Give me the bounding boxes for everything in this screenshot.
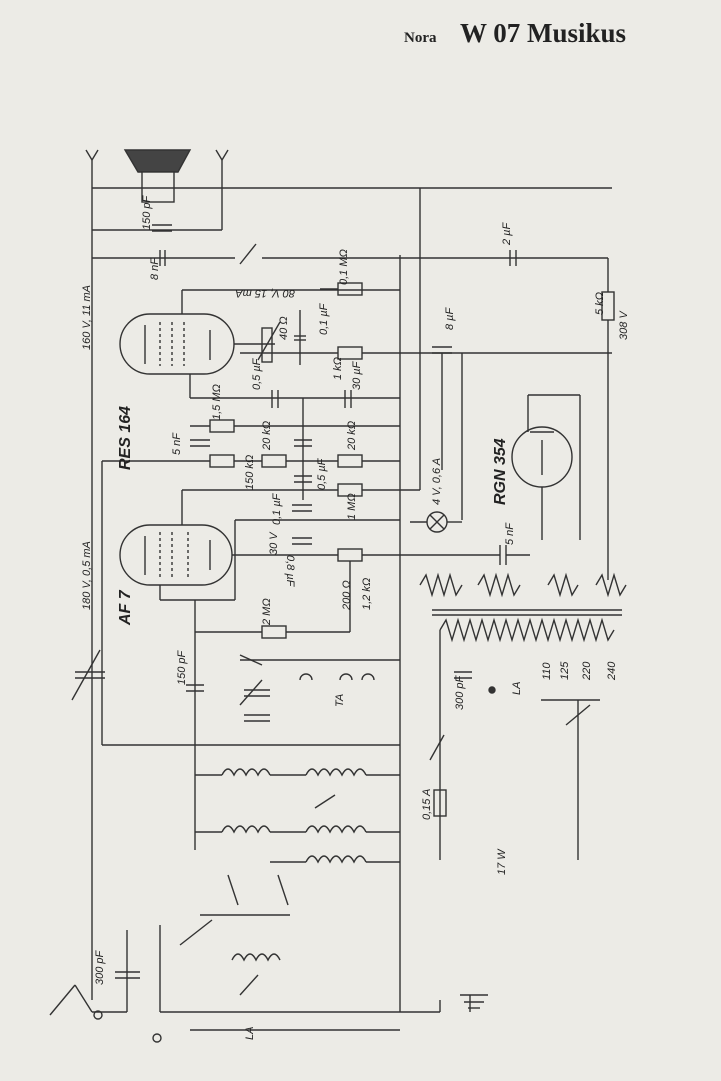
cap-5nf-right-label: 5 nF	[504, 522, 516, 545]
cap-150pf-label: 150 pF	[176, 649, 188, 685]
mains-125-label: 125	[559, 661, 571, 680]
cap-150pf-top-label: 150 pF	[141, 194, 153, 230]
la-mid-label: LA	[511, 682, 523, 695]
cap-300pf-mid-label: 300 pF	[454, 674, 466, 710]
tube-res164-rating: 160 V, 11 mA	[81, 285, 93, 350]
la-bottom-label: LA	[244, 1027, 256, 1040]
cap-30uf-label: 30 µF	[351, 360, 363, 390]
cap-8nf-label: 8 nF	[149, 257, 161, 280]
res-15m-label: 1,5 MΩ	[211, 384, 223, 420]
pot-40-label: 40 Ω	[278, 316, 290, 340]
brand-label: Nora	[404, 30, 437, 46]
cap-2uf-label: 2 µF	[501, 221, 513, 246]
res-20k-a-label: 20 kΩ	[261, 421, 273, 451]
res-1k-label: 1 kΩ	[332, 357, 344, 380]
tube-af7-label: AF 7	[117, 589, 134, 626]
mains-240-label: 240	[606, 661, 618, 681]
power-label: 17 W	[496, 848, 508, 875]
res-2m-label: 2 MΩ	[261, 598, 273, 626]
ta-label: TA	[334, 694, 346, 707]
cap-05uf-b-label: 0,5 µF	[316, 457, 328, 490]
model-title: W 07 Musikus	[460, 18, 627, 48]
cap-01uf-label: 0,1 µF	[318, 302, 330, 335]
cap-08uf-label: 0,8 µF	[284, 555, 296, 588]
mains-110-label: 110	[541, 662, 553, 680]
cap-8uf-label: 8 µF	[444, 306, 456, 330]
voltage-30v-label: 30 V	[268, 531, 280, 555]
voltage-308v-label: 308 V	[618, 310, 630, 340]
res-200-label: 200 Ω	[341, 580, 353, 611]
cap-05uf-a-label: 0,5 µF	[251, 357, 263, 390]
fuse-label: 0,15 A	[421, 789, 433, 820]
res-20k-b-label: 20 kΩ	[346, 421, 358, 451]
tube-rgn354-label: RGN 354	[492, 438, 509, 505]
lamp-label: 4 V, 0,6 A	[431, 458, 443, 505]
cap-01uf-b-label: 0,1 µF	[271, 492, 283, 525]
tube-af7-rating: 180 V, 0,5 mA	[81, 541, 93, 610]
res-01m-label: 0,1 MΩ	[338, 249, 350, 285]
tube-res164-label: RES 164	[117, 406, 134, 470]
voltage-80v-label: 80 V, 15 mA	[235, 287, 295, 299]
cap-5nf-left-label: 5 nF	[171, 432, 183, 455]
mains-220-label: 220	[581, 661, 593, 681]
res-150k-label: 150 kΩ	[244, 455, 256, 490]
cap-300pf-ant-label: 300 pF	[94, 949, 106, 985]
res-5k-label: 5 kΩ	[594, 292, 606, 315]
res-12k-label: 1,2 kΩ	[361, 578, 373, 610]
res-1m-label: 1 MΩ	[346, 493, 358, 520]
